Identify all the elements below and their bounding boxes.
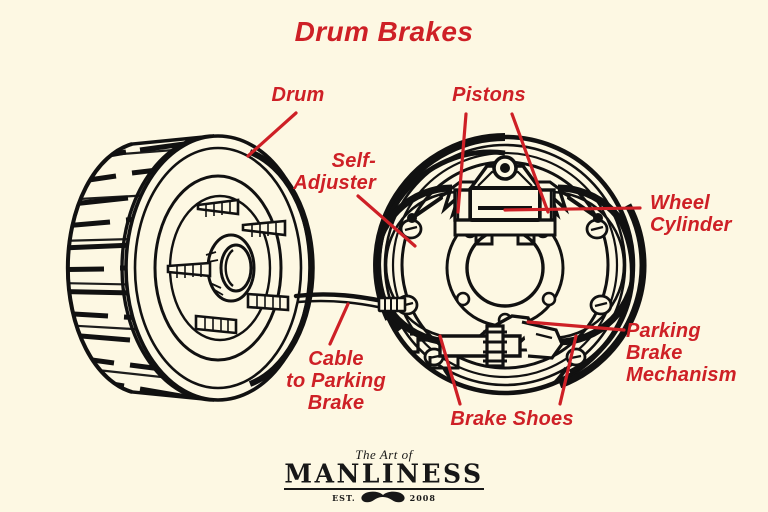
leader-self-adjuster [356, 194, 417, 248]
wheel-cylinder [453, 186, 557, 246]
logo-rule [284, 488, 484, 490]
brake-drum [65, 134, 315, 402]
art-of-manliness-logo: The Art of MANLINESS EST. 2008 [284, 448, 484, 505]
label-parking-brake-mechanism: Parking Brake Mechanism [626, 320, 737, 386]
leader-brake-shoes-left [438, 334, 462, 406]
label-self-adjuster: Self- Adjuster [293, 150, 376, 194]
leader-piston-right [510, 112, 550, 214]
drum-hub [205, 233, 256, 303]
parking-brake-cable [293, 292, 407, 313]
leader-parking-brake [526, 320, 626, 332]
logo-wordmark: MANLINESS [284, 458, 484, 489]
anchor-pin [466, 155, 544, 194]
leader-cable [328, 302, 350, 346]
label-brake-shoes: Brake Shoes [450, 408, 574, 430]
leader-drum [246, 111, 298, 158]
rim-bolt-heads [395, 218, 613, 367]
label-wheel-cylinder: Wheel Cylinder [650, 192, 732, 236]
self-adjuster [410, 324, 522, 370]
label-pistons: Pistons [452, 84, 526, 106]
drum-face-plate [153, 174, 283, 362]
logo-year: 2008 [409, 493, 436, 503]
lug-studs [166, 198, 290, 335]
label-drum: Drum [271, 84, 325, 106]
mustache-icon [361, 491, 405, 503]
logo-script: The Art of [355, 447, 413, 462]
leader-brake-shoes-right [558, 334, 578, 406]
page-title: Drum Brakes [294, 16, 474, 47]
leader-wheel-cylinder [503, 206, 642, 212]
logo-footer: EST. 2008 [284, 491, 484, 505]
star-wheel [483, 324, 507, 368]
leader-piston-left [456, 112, 468, 214]
backing-plate-assembly [293, 133, 647, 396]
leader-lines [246, 111, 642, 406]
logo-est: EST. [332, 493, 356, 503]
label-cable-to-parking-brake: Cable to Parking Brake [286, 348, 386, 414]
